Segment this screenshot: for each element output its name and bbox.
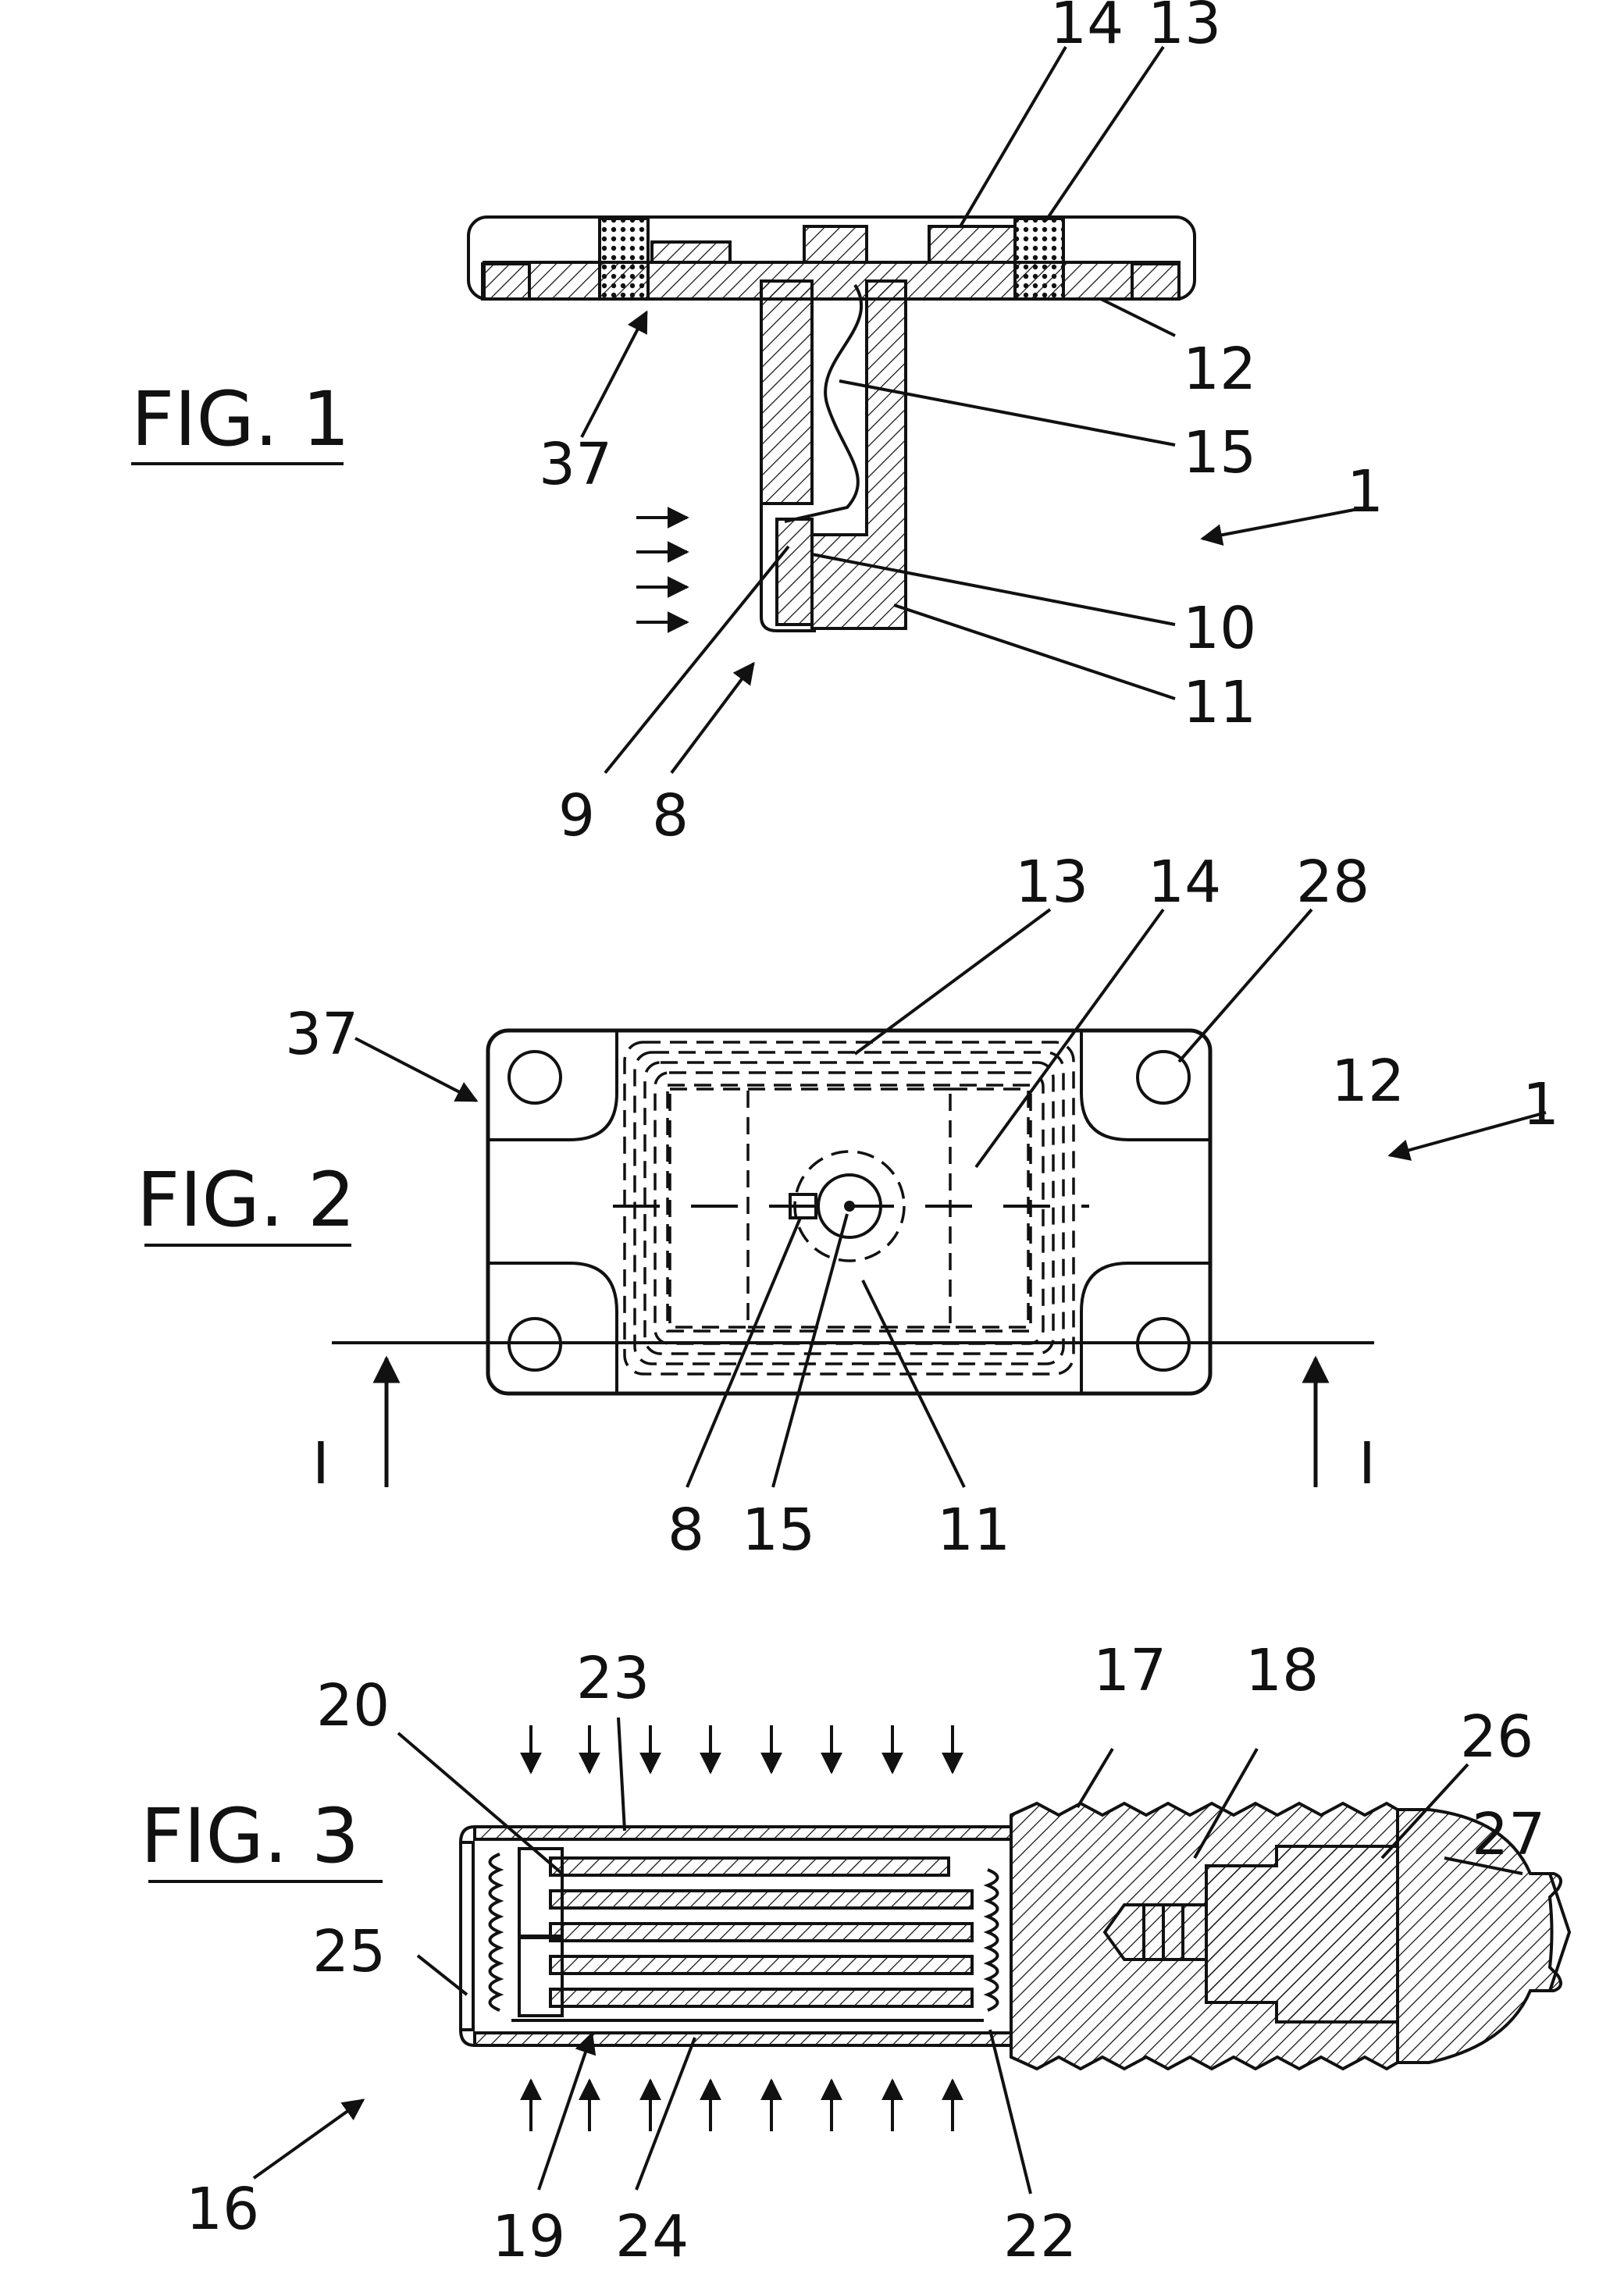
fig1-leader-13 [1046,47,1163,220]
fig2-corner-tl [488,1030,617,1140]
fig2-leader-14 [976,909,1163,1167]
fig3-shell-top-23 [475,1827,1011,1839]
fig1-label-15: 15 [1183,419,1256,486]
fig3-plate-2 [550,1891,972,1908]
fig3-label-23: 23 [576,1645,650,1712]
fig1-arrow-37 [582,312,646,437]
fig3-insert-18 [1206,1846,1398,2022]
fig1-leader-14 [960,47,1066,226]
fig3-label-18: 18 [1245,1637,1319,1704]
fig2-corner-br [1081,1263,1210,1394]
fig2-section-label-right: I [1359,1430,1376,1497]
fig3-leader-20 [398,1733,562,1874]
fig3-arrow-16 [254,2100,363,2178]
fig1-stem-right-wall-11 [812,281,906,628]
fig2-corner-bl [488,1263,617,1394]
fig2-label-1: 1 [1522,1071,1559,1138]
fig2-label-13: 13 [1015,849,1088,916]
figure-1: FIG. 1 14 13 12 [131,0,1384,849]
fig1-label-37: 37 [539,431,612,498]
figure-3: FIG. 3 [141,1637,1569,2270]
fig3-label-20: 20 [316,1672,390,1739]
fig2-label-37: 37 [285,1001,358,1068]
fig3-label-26: 26 [1460,1703,1533,1771]
fig1-label-8: 8 [652,782,689,849]
fig3-label-16: 16 [186,2176,259,2243]
fig3-plate-4 [550,1956,972,1974]
fig1-base-plate-12 [484,262,1179,299]
fig2-wire-15 [844,1201,855,1212]
fig1-arrow-1 [1202,507,1366,539]
fig3-leader-17 [1077,1749,1113,1807]
fig1-label-14: 14 [1050,0,1124,57]
fig2-label-14: 14 [1148,849,1221,916]
fig2-housing-outline [488,1030,1210,1394]
fig3-end-cap-25 [461,1842,473,2030]
fig3-arrow-19 [539,2034,592,2190]
fig2-label-28: 28 [1296,849,1369,916]
fig1-plate-seg-center [804,226,867,262]
fig1-leader-11 [894,605,1175,699]
fig3-leader-24 [636,2038,695,2190]
fig3-label-25: 25 [312,1918,386,1985]
fig1-arrow-8 [671,664,753,773]
fig2-label-15: 15 [742,1497,815,1564]
fig1-leader-12 [1101,299,1175,336]
fig1-plate-seg-left [652,242,730,262]
fig3-plate-3 [550,1924,972,1941]
fig2-section-label-left: I [312,1430,329,1497]
fig3-title: FIG. 3 [141,1792,359,1880]
fig1-label-12: 12 [1183,336,1256,403]
fig2-hole-tl [509,1052,561,1103]
fig2-pole-right [950,1089,1028,1327]
fig1-sensor-element-10 [777,519,812,625]
fig1-label-10: 10 [1183,595,1256,662]
fig2-label-11: 11 [937,1497,1010,1564]
fig3-label-22: 22 [1003,2203,1077,2270]
fig2-title: FIG. 2 [137,1156,355,1244]
fig3-shell-bottom-24 [475,2033,1011,2045]
fig3-label-24: 24 [615,2203,689,2270]
fig3-label-19: 19 [492,2203,565,2270]
fig1-label-9: 9 [558,782,595,849]
fig1-stem-left-wall [761,281,812,504]
fig1-label-13: 13 [1148,0,1221,57]
fig1-plate-14 [929,226,1015,262]
fig3-spring-left [490,1854,500,2010]
fig1-coil-left [600,219,648,299]
fig1-label-11: 11 [1183,669,1256,736]
fig3-label-27: 27 [1472,1801,1545,1868]
fig3-label-17: 17 [1093,1637,1166,1704]
fig3-plate-1 [550,1858,949,1875]
fig3-plate-5 [550,1989,972,2006]
figure-2: FIG. 2 I I [137,849,1559,1564]
fig1-label-1: 1 [1347,458,1384,525]
fig2-label-12: 12 [1331,1048,1405,1115]
fig2-pole-left [670,1089,748,1327]
fig3-leader-23 [618,1717,625,1831]
fig2-arrow-37 [355,1038,476,1101]
fig3-spring-right [988,1870,998,2010]
fig2-label-8: 8 [668,1497,704,1564]
fig1-title: FIG. 1 [131,376,350,463]
fig2-leader-28 [1179,909,1312,1062]
fig1-coil-13 [1015,219,1063,299]
